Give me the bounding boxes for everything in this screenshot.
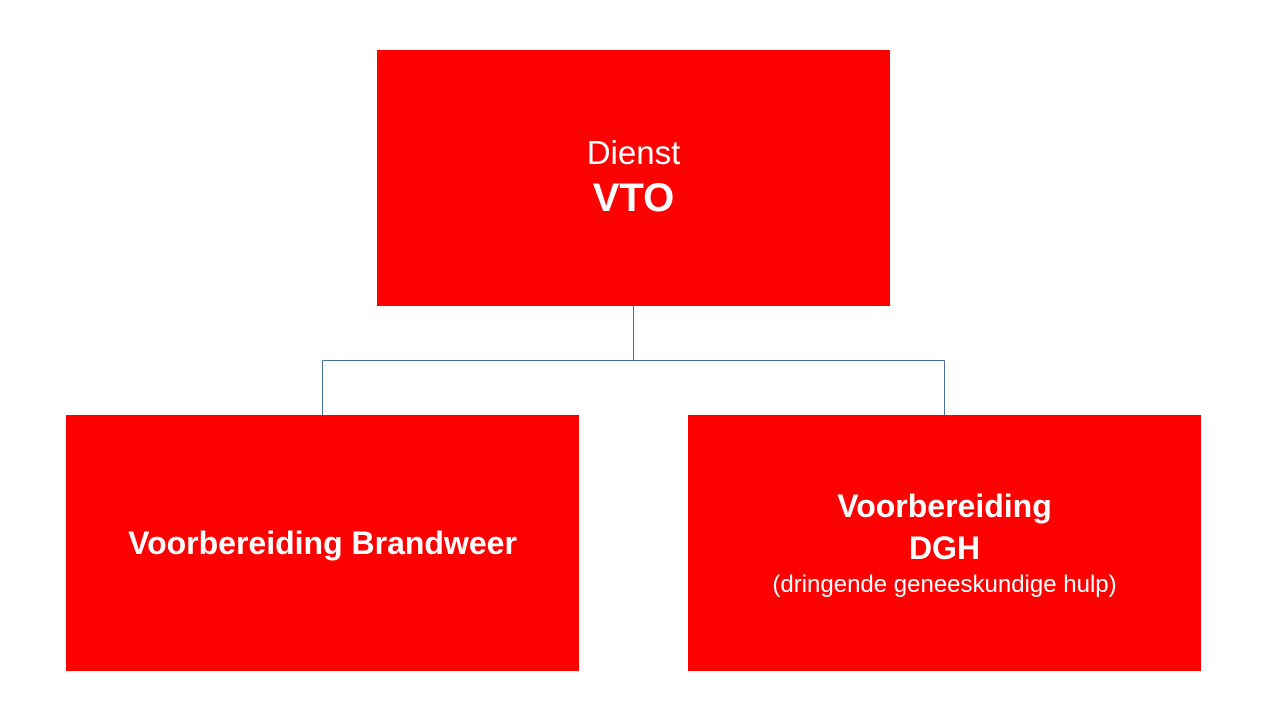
node-right-line1: Voorbereiding xyxy=(837,488,1052,524)
node-top-line2: VTO xyxy=(592,176,675,220)
node-dienst-vto: Dienst VTO xyxy=(377,50,890,306)
node-right-line3: (dringende geneeskundige hulp) xyxy=(772,571,1117,598)
node-top-line1: Dienst xyxy=(586,134,681,171)
node-voorbereiding-brandweer: Voorbereiding Brandweer xyxy=(66,415,579,671)
node-voorbereiding-dgh: Voorbereiding DGH (dringende geneeskundi… xyxy=(688,415,1201,671)
node-right-line2: DGH xyxy=(908,530,981,566)
node-left-line1: Voorbereiding Brandweer xyxy=(128,525,517,561)
